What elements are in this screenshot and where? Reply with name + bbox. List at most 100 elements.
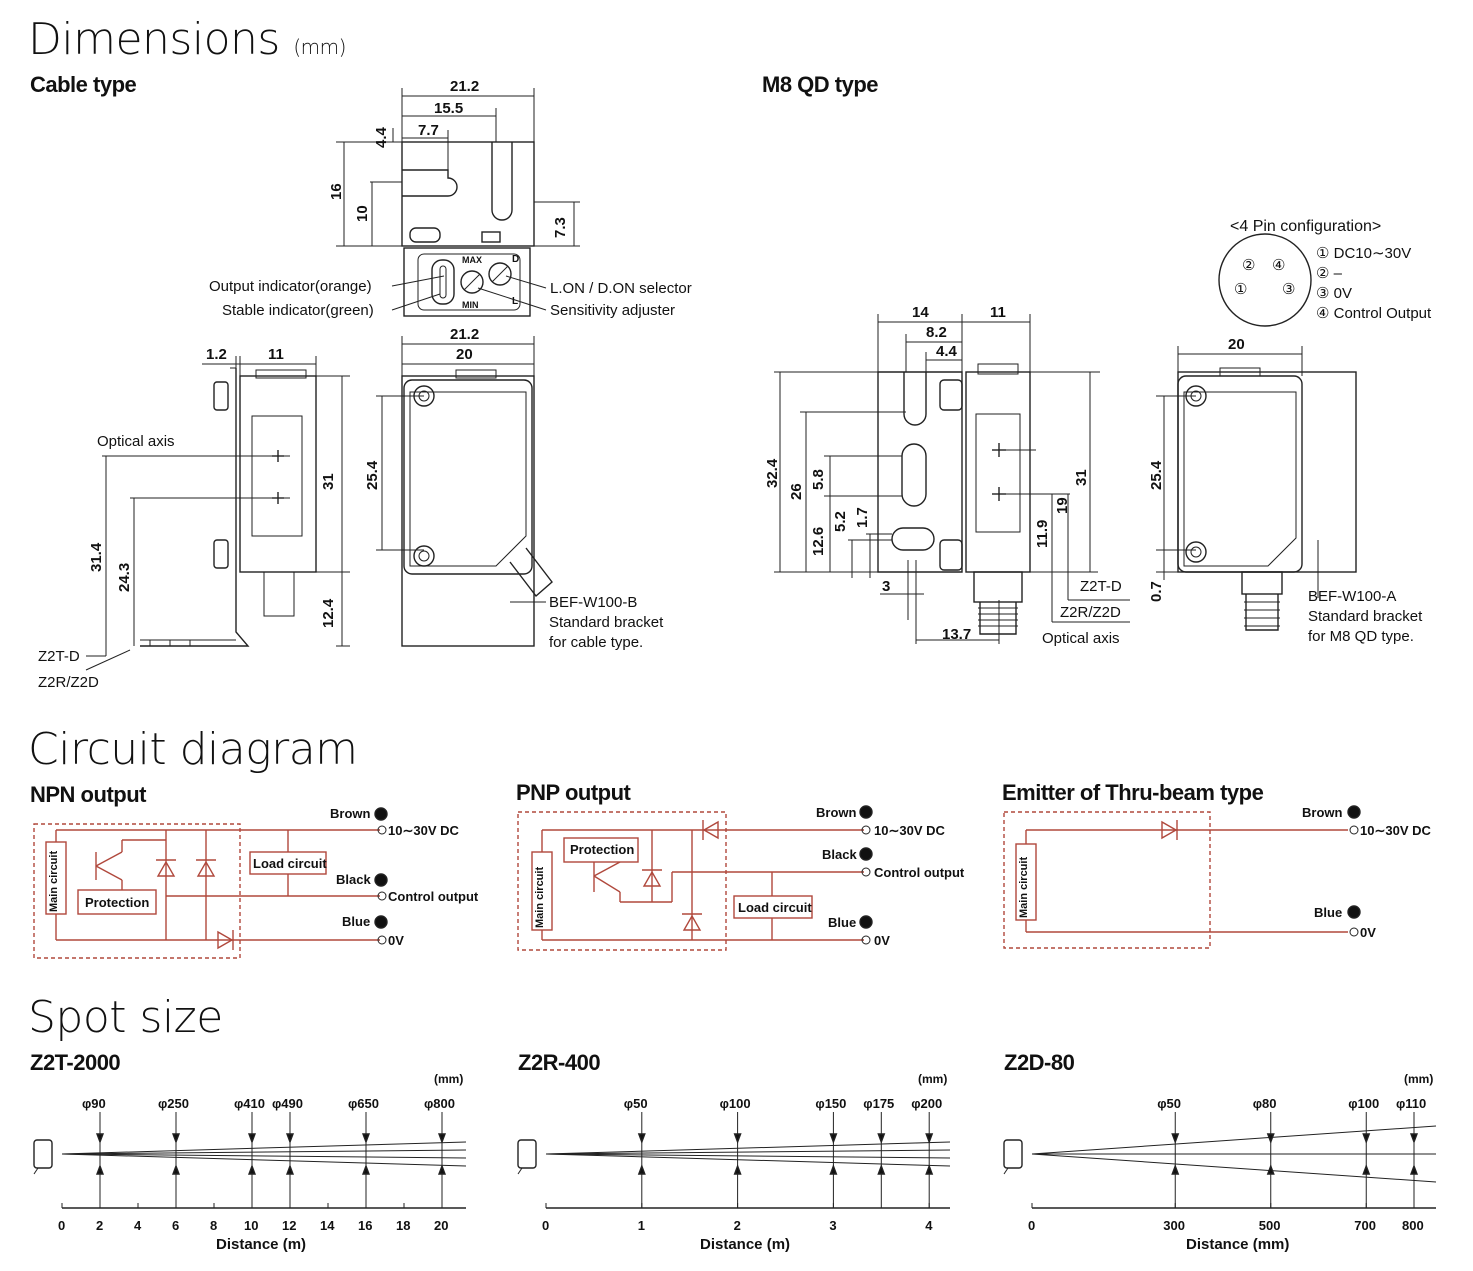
beam-lower xyxy=(61,1153,467,1167)
m8-dim-3: 3 xyxy=(882,578,891,595)
spot-diameter-label: φ100 xyxy=(1348,1096,1380,1111)
emitter-circuit xyxy=(1003,805,1361,949)
spot-chart-unit: (mm) xyxy=(434,1072,464,1086)
spot-x-tick-label: 12 xyxy=(282,1218,297,1233)
dim-20: 20 xyxy=(456,346,473,363)
m8-type-title: M8 QD type xyxy=(762,72,879,97)
npn-brown: Brown xyxy=(330,806,371,821)
selector-label: L.ON / D.ON selector xyxy=(550,280,692,297)
spot-diameter-label: φ800 xyxy=(424,1096,455,1111)
pin-4: ④ Control Output xyxy=(1316,305,1432,322)
m8-front-view xyxy=(1156,346,1357,631)
dim-24-3: 24.3 xyxy=(116,562,133,592)
dim-16: 16 xyxy=(328,183,345,200)
m8-dim-26: 26 xyxy=(788,483,805,500)
spot-marker-arrow xyxy=(925,1164,934,1175)
sensor-icon xyxy=(517,1139,537,1169)
output-indicator-label: Output indicator(orange) xyxy=(209,278,372,295)
sensor-icon-cable xyxy=(517,1167,523,1175)
pin-connector-diagram xyxy=(1218,233,1312,327)
emitter-main-circuit: Main circuit xyxy=(1018,856,1030,918)
pin-num-4: ④ xyxy=(1272,257,1286,274)
pnp-title: PNP output xyxy=(516,780,631,805)
spot-marker-arrow xyxy=(829,1164,838,1175)
spot-x-tick-label: 300 xyxy=(1163,1218,1185,1233)
npn-load-circuit: Load circuit xyxy=(253,856,327,871)
spot-marker-arrow xyxy=(925,1133,934,1144)
spot-marker-arrow xyxy=(1362,1164,1371,1175)
spot-diameter-label: φ490 xyxy=(272,1096,303,1111)
cable-side-view xyxy=(85,356,350,671)
npn-title: NPN output xyxy=(30,782,146,807)
bracket-a-label: BEF-W100-A xyxy=(1308,588,1397,605)
spot-size-charts xyxy=(33,1112,1437,1209)
spot-x-tick-label: 16 xyxy=(358,1218,373,1233)
cable-type-title: Cable type xyxy=(30,72,137,97)
spot-x-tick-label: 0 xyxy=(58,1218,66,1233)
m8-dim-32-4: 32.4 xyxy=(764,458,781,488)
dim-31-4: 31.4 xyxy=(88,542,105,572)
cable-front-view xyxy=(376,336,553,647)
dim-11: 11 xyxy=(268,346,284,363)
spot-chart-title: Z2D-80 xyxy=(1004,1050,1075,1075)
spot-x-tick-label: 18 xyxy=(396,1218,411,1233)
m8-dim-5-8: 5.8 xyxy=(810,469,827,490)
spot-x-tick-label: 8 xyxy=(210,1218,218,1233)
dim-21-2-top: 21.2 xyxy=(450,78,480,95)
cable-top-view xyxy=(336,88,580,247)
circuit-title: Circuit diagram xyxy=(28,724,358,775)
spot-diameter-label: φ90 xyxy=(82,1096,106,1111)
pnp-0v: 0V xyxy=(874,933,890,948)
spot-x-tick-label: 1 xyxy=(637,1218,646,1233)
beam-inner-lower xyxy=(545,1153,951,1159)
beam-lower xyxy=(1031,1153,1437,1183)
max-mark: MAX xyxy=(462,255,482,265)
dim-7-3: 7.3 xyxy=(552,217,569,238)
dim-7-7: 7.7 xyxy=(418,122,439,139)
spot-x-tick-label: 0 xyxy=(542,1218,550,1233)
emitter-brown: Brown xyxy=(1302,805,1343,820)
spot-diameter-label: φ150 xyxy=(815,1096,847,1111)
spot-marker-arrow xyxy=(247,1133,257,1144)
m8-dim-31: 31 xyxy=(1073,469,1090,486)
spot-x-axis-label: Distance (m) xyxy=(216,1236,307,1253)
m8-dim-20: 20 xyxy=(1228,336,1245,353)
spot-marker-arrow xyxy=(95,1133,105,1144)
pin-1: ① DC10∼30V xyxy=(1316,245,1412,262)
spot-marker-arrow xyxy=(171,1164,181,1175)
sensitivity-label: Sensitivity adjuster xyxy=(550,302,676,319)
pin-num-3: ③ xyxy=(1282,281,1296,298)
m8-side-view xyxy=(774,314,1130,644)
beam-lower xyxy=(545,1153,951,1167)
beam-upper xyxy=(61,1141,467,1155)
beam-upper xyxy=(1031,1125,1437,1155)
bracket-b-desc2: for cable type. xyxy=(549,634,644,651)
spot-marker-arrow xyxy=(361,1133,371,1144)
bracket-a-desc1: Standard bracket xyxy=(1308,608,1423,625)
pin-num-2: ② xyxy=(1242,257,1256,274)
emitter-blue: Blue xyxy=(1314,905,1343,920)
pnp-blue: Blue xyxy=(828,915,857,930)
spot-diameter-label: φ175 xyxy=(863,1096,895,1111)
bracket-a-desc2: for M8 QD type. xyxy=(1308,628,1414,645)
spot-diameter-label: φ410 xyxy=(234,1096,265,1111)
spot-x-axis-label: Distance (m) xyxy=(700,1236,791,1253)
m8-dim-0-7: 0.7 xyxy=(1148,581,1165,602)
spot-marker-arrow xyxy=(285,1164,295,1175)
spot-size-title: Spot size xyxy=(28,992,223,1043)
sensor-icon xyxy=(33,1139,53,1169)
m8-dim-5-2: 5.2 xyxy=(832,511,849,532)
m8-dim-13-7: 13.7 xyxy=(942,626,972,643)
spot-diameter-label: φ650 xyxy=(348,1096,379,1111)
npn-supply: 10∼30V DC xyxy=(388,823,459,838)
cable-indicator-panel xyxy=(391,247,547,317)
dim-25-4: 25.4 xyxy=(364,460,381,490)
npn-circuit xyxy=(33,807,388,959)
spot-x-tick-label: 800 xyxy=(1402,1218,1424,1233)
spot-x-tick-label: 0 xyxy=(1028,1218,1036,1233)
dim-21-2: 21.2 xyxy=(450,326,480,343)
spot-marker-arrow xyxy=(1171,1133,1180,1144)
pnp-black: Black xyxy=(822,847,857,862)
dim-12-4: 12.4 xyxy=(320,598,337,628)
